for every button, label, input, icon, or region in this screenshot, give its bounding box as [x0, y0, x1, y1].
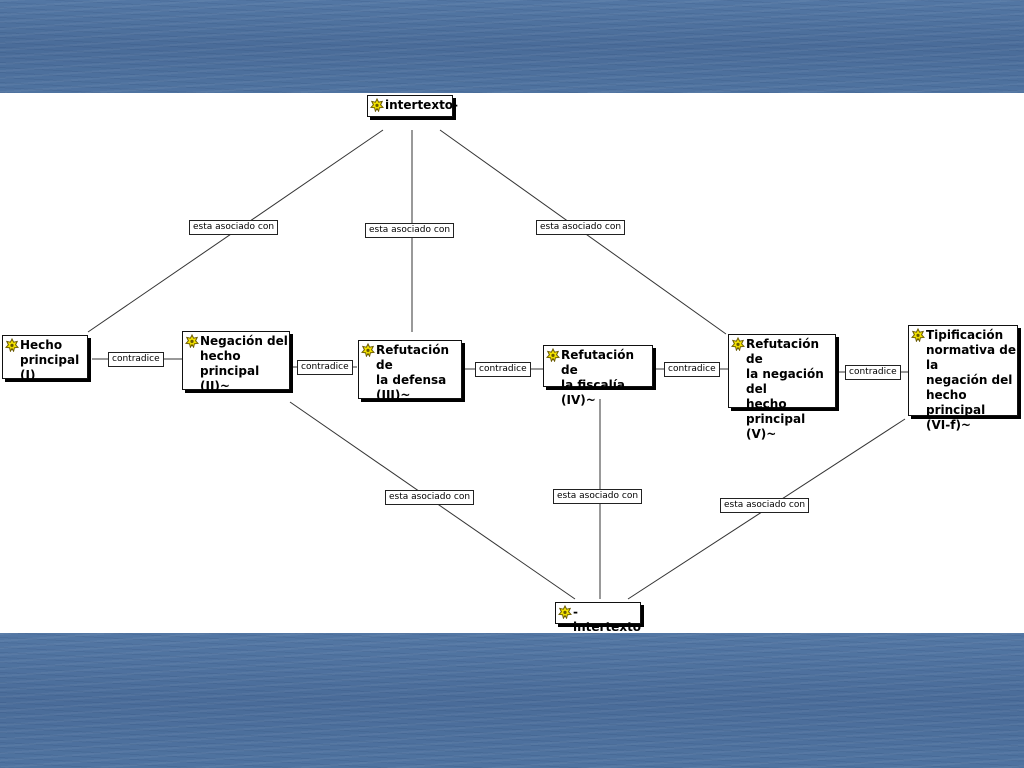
- concept-node-hecho-principal[interactable]: Hecho principal (I): [2, 335, 88, 382]
- concept-badge-icon: [5, 338, 19, 352]
- concept-badge-icon: [558, 605, 572, 619]
- concept-badge-icon: [731, 337, 745, 351]
- concept-map-canvas: esta asociado con esta asociado con esta…: [0, 93, 1024, 634]
- concept-badge-icon: [546, 348, 560, 362]
- concept-node-tipificacion-normativa[interactable]: Tipificación normativa de la negación de…: [908, 325, 1018, 432]
- concept-node-label: Refutación de la defensa (III)~: [376, 343, 449, 402]
- concept-badge-icon: [370, 98, 384, 112]
- concept-node-label: -intertexto: [573, 605, 642, 634]
- concept-node-label: intertexto-: [385, 98, 459, 112]
- edge-label-n2-n3: contradice: [297, 360, 353, 375]
- concept-node-intertexto-top[interactable]: intertexto-: [367, 95, 458, 117]
- edge-label-n4-n5: contradice: [664, 362, 720, 377]
- edge-label-n6-bottom: esta asociado con: [720, 498, 810, 513]
- slide-background-bottom: [0, 633, 1024, 768]
- edge-label-n4-bottom: esta asociado con: [553, 489, 643, 504]
- concept-node-refutacion-defensa[interactable]: Refutación de la defensa (III)~: [358, 340, 462, 402]
- edge-label-n5-n6: contradice: [845, 365, 901, 380]
- edge-label-n3-n4: contradice: [475, 362, 531, 377]
- concept-badge-icon: [185, 334, 199, 348]
- edge-label-n2-bottom: esta asociado con: [385, 490, 475, 505]
- edge-label-top-n5: esta asociado con: [536, 220, 626, 235]
- concept-node-label: Tipificación normativa de la negación de…: [926, 328, 1016, 432]
- edge-label-n1-n2: contradice: [108, 352, 164, 367]
- concept-node-refutacion-negacion[interactable]: Refutación de la negación del hecho prin…: [728, 334, 836, 441]
- concept-node-label: Refutación de la negación del hecho prin…: [746, 337, 824, 441]
- concept-badge-icon: [911, 328, 925, 342]
- concept-badge-icon: [361, 343, 375, 357]
- edge-label-top-n1: esta asociado con: [189, 220, 279, 235]
- edge-label-top-n3: esta asociado con: [365, 223, 455, 238]
- slide-background-top: [0, 0, 1024, 93]
- concept-node-intertexto-bottom[interactable]: -intertexto: [555, 602, 641, 634]
- concept-node-negacion-hecho-principal[interactable]: Negación del hecho principal (II)~: [182, 331, 290, 393]
- concept-node-label: Hecho principal (I): [20, 338, 80, 382]
- concept-node-refutacion-fiscalia[interactable]: Refutación de la fiscalía (IV)~: [543, 345, 653, 407]
- concept-node-label: Negación del hecho principal (II)~: [200, 334, 288, 393]
- concept-node-label: Refutación de la fiscalía (IV)~: [561, 348, 634, 407]
